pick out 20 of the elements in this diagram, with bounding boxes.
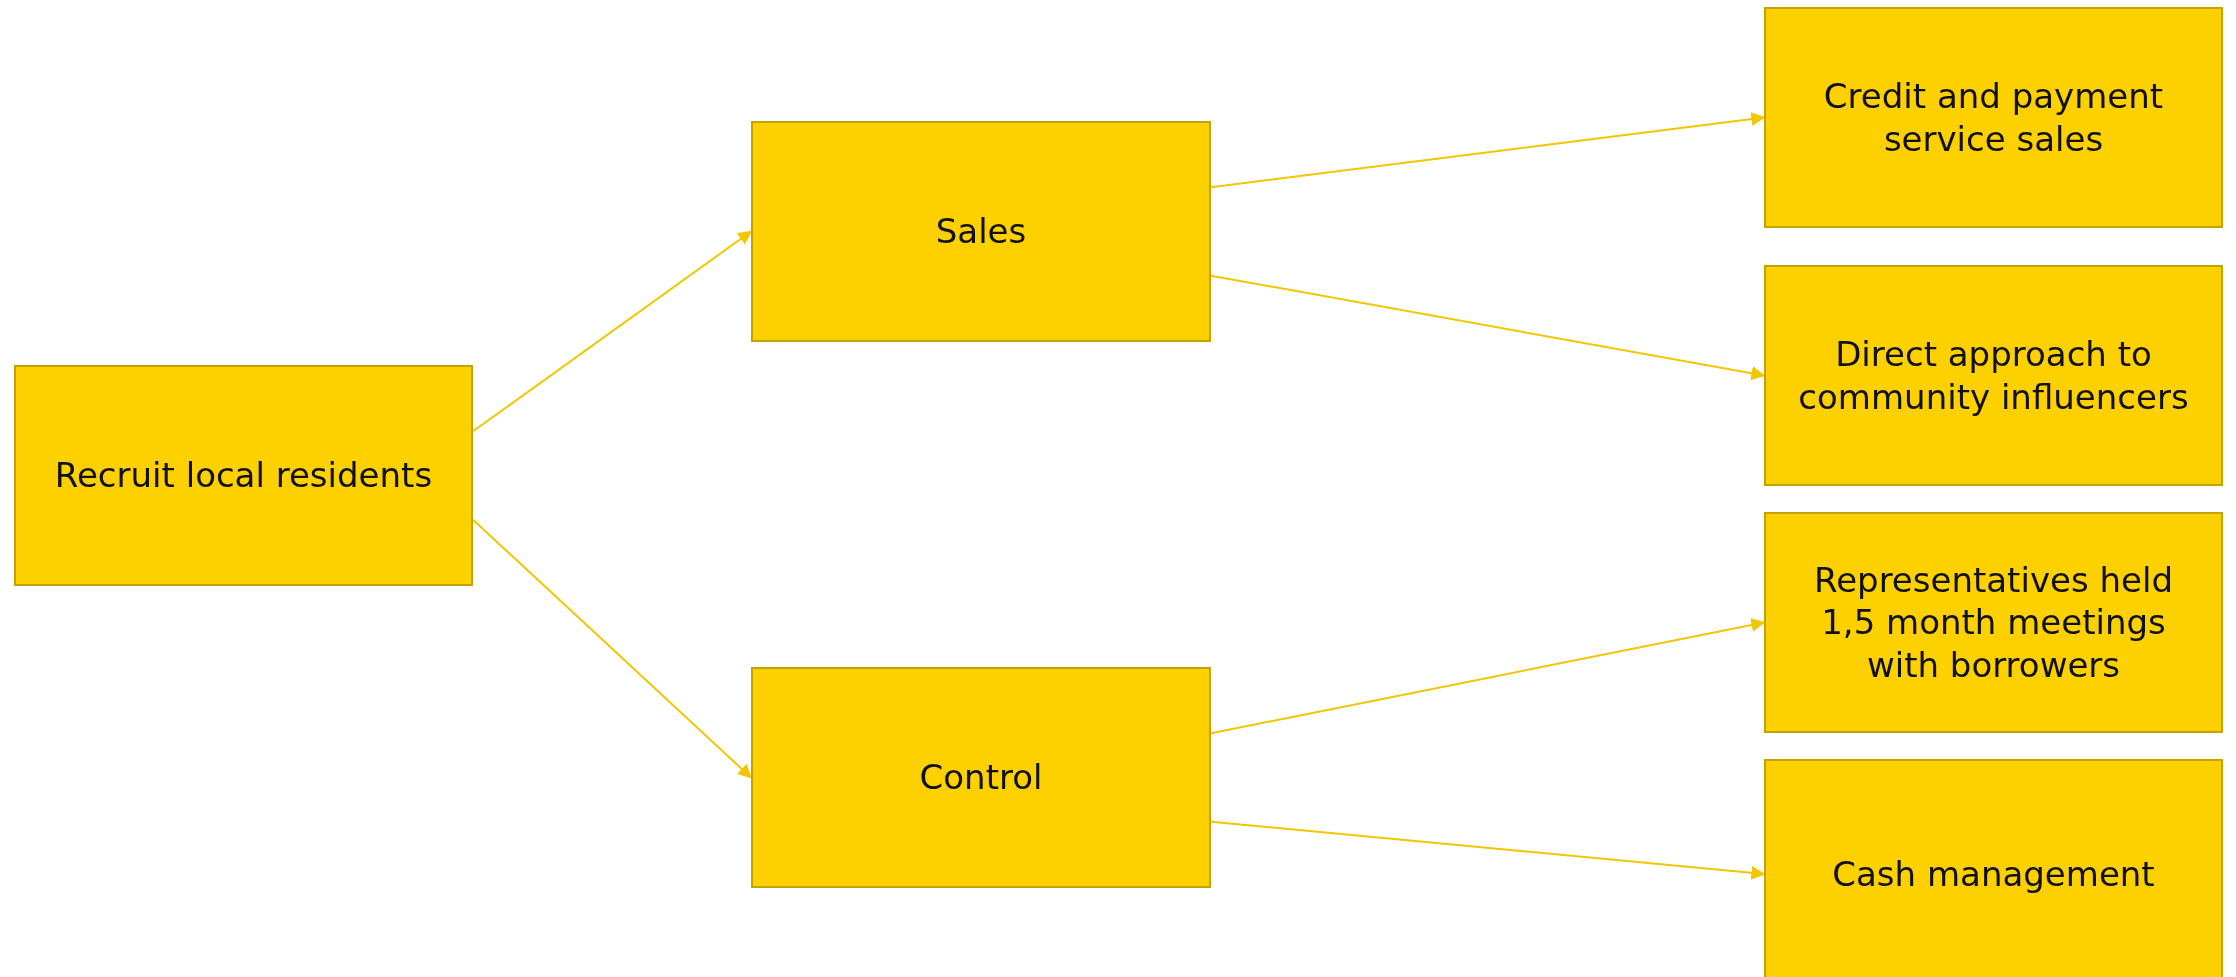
node-label: Credit and payment service sales [1822, 75, 2165, 160]
process-box [751, 121, 1211, 342]
node-label: Representatives held 1,5 month meetings with borrowers [1813, 558, 2174, 687]
process-box [1764, 7, 2223, 228]
arrow [1210, 112, 1766, 189]
process-box [1764, 265, 2223, 486]
arrow [1210, 618, 1766, 735]
process-box [14, 365, 473, 586]
process-box [1764, 512, 2223, 733]
node-label: Recruit local residents [54, 454, 433, 497]
process-box [1764, 759, 2223, 977]
arrow [1210, 274, 1766, 381]
arrow [472, 230, 753, 433]
process-box [751, 667, 1211, 888]
arrow [472, 518, 753, 779]
node-label: Control [919, 756, 1043, 799]
node-label: Direct approach to community influencers [1797, 333, 2190, 418]
node-label: Sales [935, 210, 1027, 253]
arrow [1210, 820, 1766, 880]
node-label: Cash management [1832, 852, 2155, 896]
